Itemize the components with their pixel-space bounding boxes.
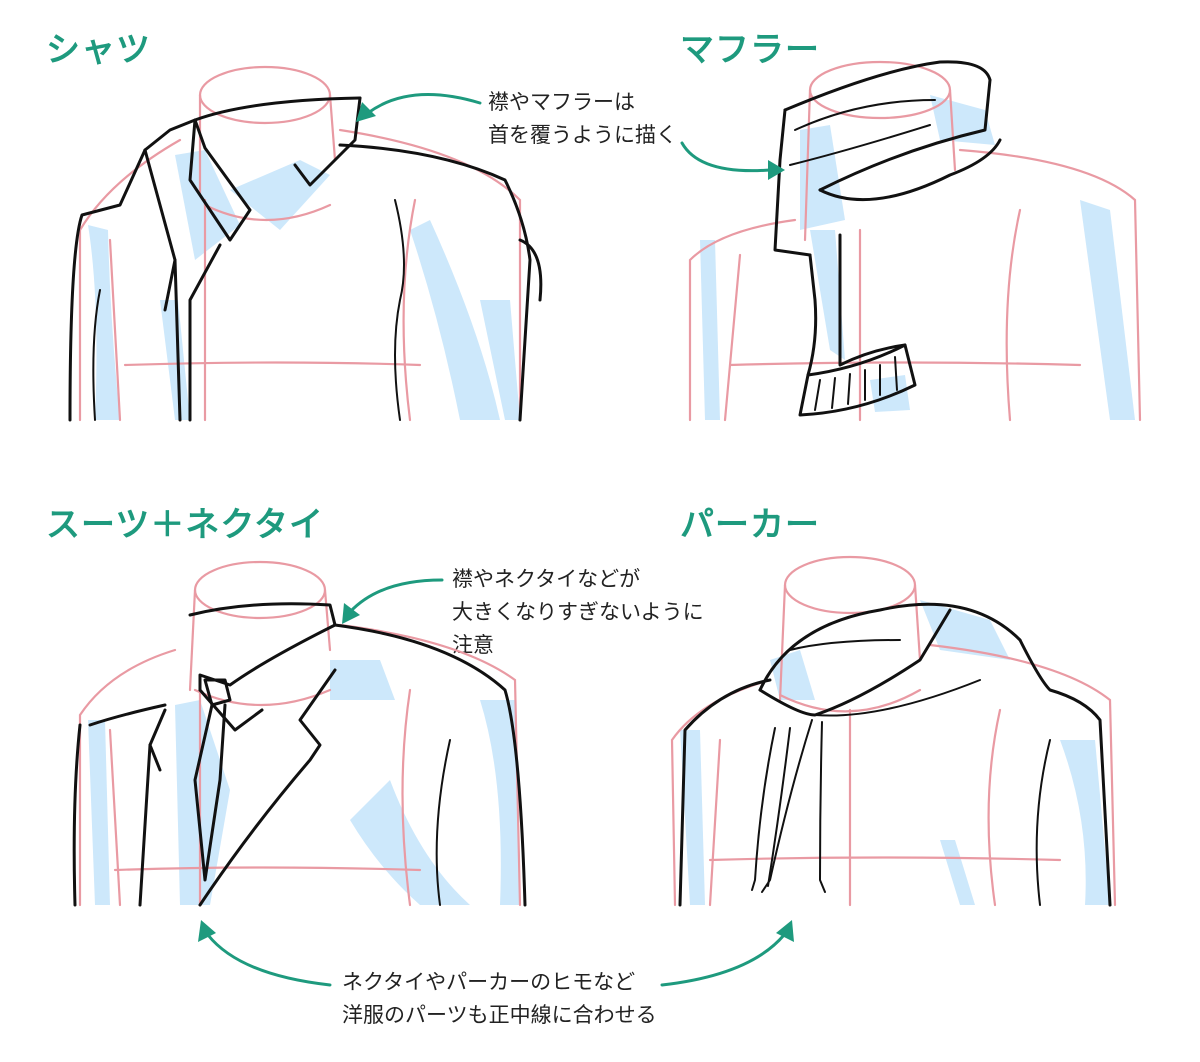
shirt-figure: [68, 65, 543, 422]
center-line-note-line-1: ネクタイやパーカーのヒモなど: [342, 970, 636, 994]
center-line-note-line-2: 洋服のパーツも正中線に合わせる: [342, 1003, 657, 1027]
parka-title: パーカー: [680, 505, 820, 545]
collar-muffler-note-line-1: 襟やマフラーは: [488, 90, 635, 114]
collar-tie-note-line-3: 注意: [452, 633, 494, 657]
collar-tie-note-line-2: 大きくなりすぎないように: [452, 600, 704, 624]
muffler-title: マフラー: [680, 30, 820, 70]
parka-figure: [670, 555, 1117, 907]
suit-title: スーツ＋ネクタイ: [46, 505, 324, 545]
center-line-note: ネクタイやパーカーのヒモなど 洋服のパーツも正中線に合わせる: [342, 966, 657, 1032]
shirt-title: シャツ: [46, 30, 151, 70]
arrow-to-muffler: [680, 141, 785, 180]
collar-muffler-note: 襟やマフラーは 首を覆うように描く: [488, 86, 677, 152]
arrow-to-tie: [198, 920, 332, 987]
collar-tie-note: 襟やネクタイなどが 大きくなりすぎないように 注意: [452, 563, 704, 662]
muffler-figure: [688, 60, 1142, 422]
arrow-to-suit-collar: [342, 578, 444, 624]
arrow-to-parka-strings: [660, 920, 794, 987]
arrow-to-shirt-collar: [356, 93, 482, 122]
suit-figure: [72, 560, 527, 907]
collar-muffler-note-line-2: 首を覆うように描く: [488, 123, 677, 147]
collar-tie-note-line-1: 襟やネクタイなどが: [452, 567, 641, 591]
